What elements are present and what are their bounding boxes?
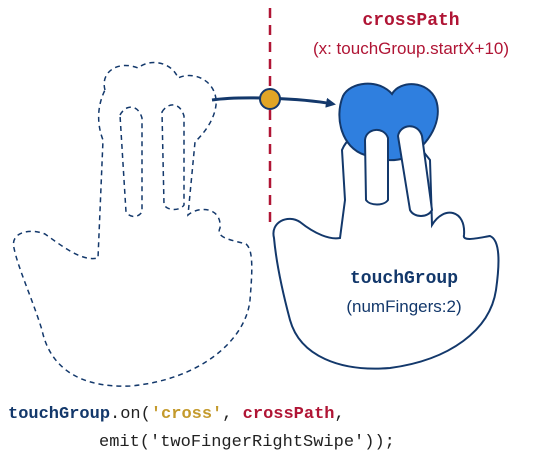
touch-group-name: touchGroup (350, 269, 458, 289)
cross-path-detail: (x: touchGroup.startX+10) (313, 39, 509, 58)
code-separator: , (222, 405, 242, 424)
cross-point-marker (259, 88, 281, 110)
code-line-1: touchGroup.on('cross', crossPath, (8, 405, 345, 424)
code-trailing-comma: , (335, 405, 345, 424)
code-path-name: crossPath (243, 405, 335, 424)
cross-path-name: crossPath (362, 11, 459, 31)
code-method: .on( (110, 405, 151, 424)
touch-finger-right (396, 125, 434, 217)
ghost-finger-left (119, 106, 143, 218)
touch-group-detail: (numFingers:2) (346, 297, 461, 316)
ghost-hand-outline (12, 61, 253, 387)
code-line-2: emit('twoFingerRightSwipe')); (99, 433, 395, 452)
code-event-name: 'cross' (151, 405, 222, 424)
code-object: touchGroup (8, 405, 110, 424)
ghost-finger-right (161, 104, 185, 211)
ghost-hand-start (12, 61, 253, 387)
touch-finger-left (363, 129, 389, 206)
touch-hand-end (272, 82, 500, 370)
